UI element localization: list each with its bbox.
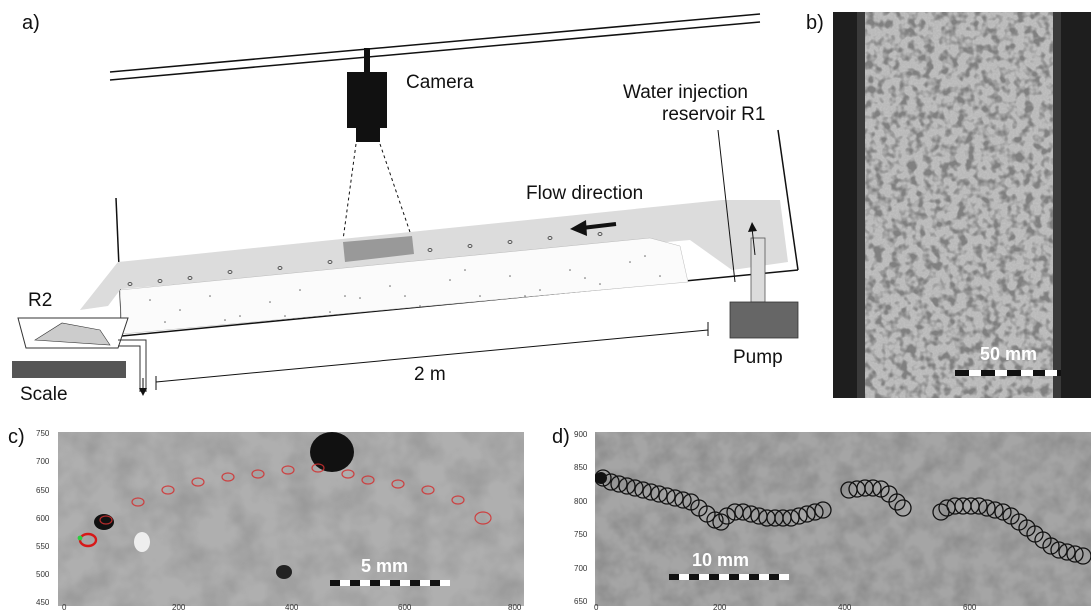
panel-a-letter: a) <box>22 12 40 34</box>
pump-label: Pump <box>733 347 783 368</box>
field-of-view-right <box>379 143 413 239</box>
panel-d-letter: d) <box>552 426 570 448</box>
particle-trajectory <box>595 469 1091 565</box>
panel-c-image <box>58 432 524 606</box>
panel-b-letter: b) <box>806 12 824 34</box>
panel-c-y-tick: 700 <box>36 457 50 466</box>
panel-c-x-tick: 200 <box>172 603 186 612</box>
scale-base <box>12 361 126 378</box>
r2-sediment <box>34 322 111 346</box>
panel-d-y-tick: 750 <box>574 530 588 539</box>
r2-label: R2 <box>28 290 53 311</box>
panel-c-x-tick: 800 <box>508 603 522 612</box>
reservoir-r1-line <box>717 129 736 283</box>
panel-d-y-tick: 650 <box>574 597 588 606</box>
surface-grains <box>127 232 603 286</box>
flume-right-wall <box>777 129 799 271</box>
length-dimension-line <box>155 329 709 383</box>
panel-d-x-tick: 0 <box>594 603 599 612</box>
panel-c-x-tick: 0 <box>62 603 67 612</box>
camera-rail <box>109 13 761 73</box>
sediment-grains <box>149 255 661 323</box>
field-of-view-left <box>342 143 357 241</box>
right-channel-wall <box>1059 12 1091 398</box>
flow-direction-label: Flow direction <box>526 183 644 204</box>
camera-mount <box>364 48 370 74</box>
camera-body <box>347 72 387 128</box>
panel-d-y-tick: 850 <box>574 463 588 472</box>
panel-c-y-tick: 500 <box>36 570 50 579</box>
pump-pipe <box>750 237 766 303</box>
panel-d-y-tick: 700 <box>574 564 588 573</box>
panel-d-scalebar-label: 10 mm <box>692 550 750 570</box>
scale-label: Scale <box>20 384 68 405</box>
camera-label: Camera <box>406 72 474 93</box>
panel-d-scalebar <box>669 574 789 580</box>
pump-box <box>729 301 799 339</box>
panel-c-x-tick: 600 <box>398 603 412 612</box>
flume-diagram <box>12 13 799 396</box>
reservoir-label-line1: Water injection <box>623 82 748 103</box>
panel-c-y-tick: 550 <box>36 542 50 551</box>
panel-c-y-tick: 650 <box>36 486 50 495</box>
panel-b-image <box>833 12 1091 398</box>
outlet-chute <box>80 262 120 310</box>
camera-lens <box>356 126 380 142</box>
panel-d-image <box>595 432 1091 606</box>
flow-arrow-shaft <box>581 222 617 230</box>
panel-d-y-tick: 800 <box>574 497 588 506</box>
panel-b-scalebar <box>955 370 1061 376</box>
panel-d-y-tick: 900 <box>574 430 588 439</box>
panel-c-y-tick: 750 <box>36 429 50 438</box>
panel-c-y-tick: 450 <box>36 598 50 607</box>
panel-c-scalebar-label: 5 mm <box>361 556 409 576</box>
panel-d-x-tick: 400 <box>838 603 852 612</box>
water-layer <box>80 200 788 310</box>
panel-c-x-tick: 400 <box>285 603 299 612</box>
panel-d-x-tick: 600 <box>963 603 977 612</box>
left-channel-wall <box>833 12 857 398</box>
panel-c-letter: c) <box>8 426 25 448</box>
panel-c-y-tick: 600 <box>36 514 50 523</box>
length-label: 2 m <box>414 364 446 385</box>
panel-d-x-tick: 200 <box>713 603 727 612</box>
flow-arrow-head <box>570 220 587 236</box>
panel-c-scalebar <box>330 580 450 586</box>
imaged-area <box>343 236 414 262</box>
reservoir-label-line2: reservoir R1 <box>662 104 766 125</box>
panel-b-scalebar-label: 50 mm <box>980 344 1038 364</box>
